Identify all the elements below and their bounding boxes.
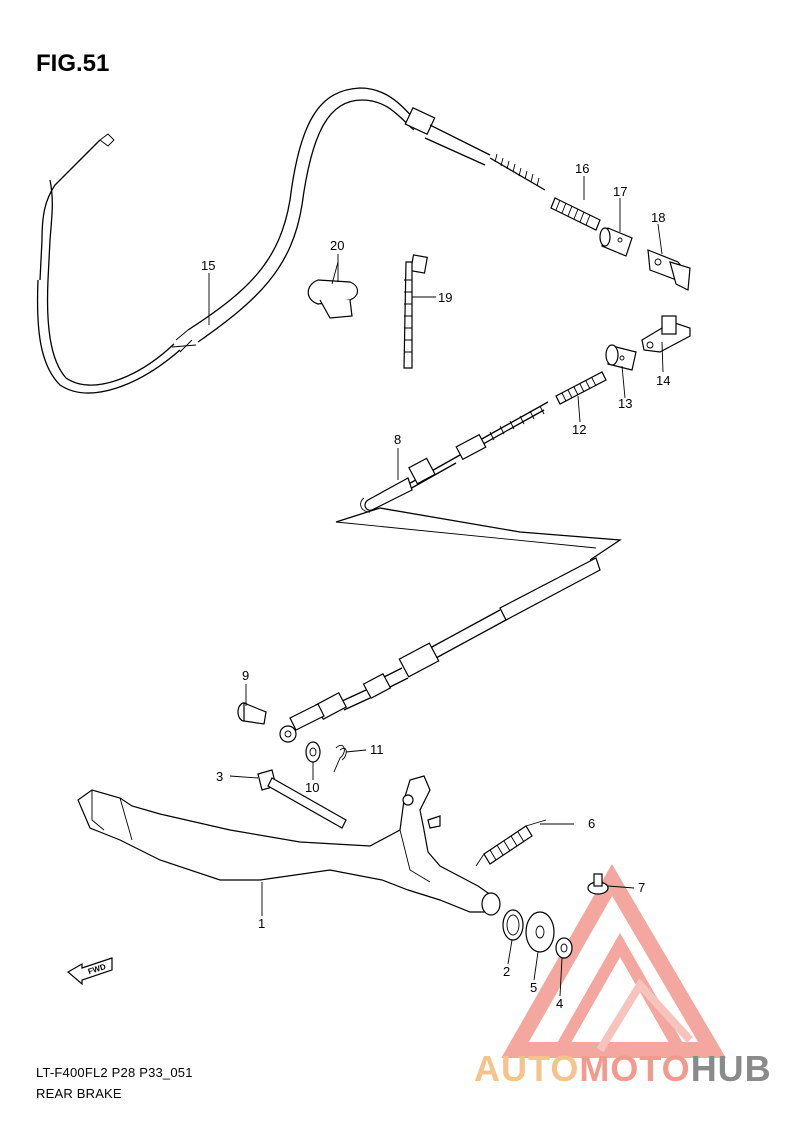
part-4-nut — [555, 937, 573, 959]
label-part-20: 20 — [330, 238, 344, 253]
label-part-14: 14 — [656, 373, 670, 388]
part-labels: 16 17 18 20 15 19 14 13 12 8 9 11 3 10 6… — [201, 161, 670, 1011]
part-9-pin — [237, 702, 267, 725]
label-part-3: 3 — [216, 769, 223, 784]
label-part-19: 19 — [438, 290, 452, 305]
watermark-part-b: MOTO — [579, 1048, 691, 1089]
label-part-2: 2 — [503, 964, 510, 979]
watermark-part-c: HUB — [690, 1048, 772, 1089]
footer-code: LT-F400FL2 P28 P33_051 — [36, 1065, 193, 1080]
part-1-brake-pedal — [77, 775, 501, 916]
label-part-8: 8 — [394, 432, 401, 447]
part-14-fitting — [641, 315, 691, 353]
part-11-cotter-pin — [333, 744, 347, 773]
fwd-arrow-icon: FWD — [66, 957, 113, 986]
label-part-18: 18 — [651, 210, 665, 225]
label-part-17: 17 — [613, 184, 627, 199]
part-19-cable-tie — [403, 254, 428, 369]
leader-lines — [208, 176, 664, 997]
part-17-nut — [599, 227, 633, 257]
part-2-circlip — [502, 909, 524, 941]
part-3-bolt — [257, 769, 347, 829]
part-5-washer — [525, 911, 555, 953]
part-13-nut — [605, 344, 637, 371]
label-part-11: 11 — [370, 742, 384, 757]
label-part-13: 13 — [618, 396, 632, 411]
watermark-text: AUTOMOTOHUB — [474, 1048, 772, 1090]
label-part-4: 4 — [556, 996, 563, 1011]
label-part-9: 9 — [242, 668, 249, 683]
part-10-washer — [305, 741, 321, 763]
label-part-7: 7 — [638, 880, 645, 895]
label-part-5: 5 — [530, 980, 537, 995]
label-part-10: 10 — [305, 780, 319, 795]
part-20-clamp — [307, 261, 359, 319]
label-part-16: 16 — [575, 161, 589, 176]
watermark-part-a: AUTO — [474, 1048, 580, 1089]
label-part-15: 15 — [201, 258, 215, 273]
watermark-logo — [501, 864, 726, 1058]
footer-name: REAR BRAKE — [36, 1086, 122, 1101]
part-12-spring — [555, 371, 607, 405]
label-part-12: 12 — [572, 422, 586, 437]
cable-lower-8 — [279, 401, 622, 743]
label-part-1: 1 — [258, 916, 265, 931]
label-part-6: 6 — [588, 816, 595, 831]
cable-upper-15 — [36, 87, 601, 394]
part-7-bolt — [587, 873, 609, 895]
figure-title: FIG.51 — [36, 50, 110, 77]
part-6-spring — [475, 819, 547, 867]
part-18-fitting — [647, 249, 691, 291]
